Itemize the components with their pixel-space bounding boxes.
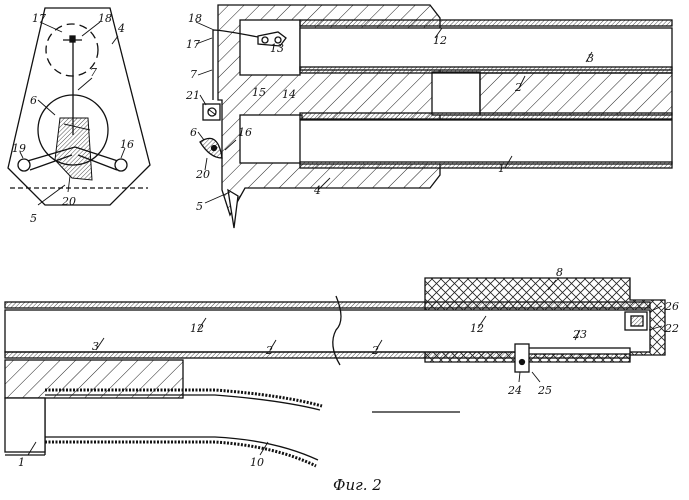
tube-12-wall-bottom: [300, 67, 672, 73]
label-10: 10: [250, 456, 264, 469]
label-18-end: 18: [98, 12, 112, 25]
pin-16: [212, 146, 217, 151]
label-5-end: 5: [30, 212, 37, 225]
tube-12-long-wall-top: [5, 302, 650, 308]
tube-1-wall-top: [300, 113, 672, 119]
tube-12-bore: [300, 28, 672, 70]
sleeve-3-bottom: [5, 360, 183, 398]
label-12-top: 12: [433, 34, 447, 47]
label-22: 22: [664, 322, 679, 335]
tube-1-wall-bottom: [300, 162, 672, 168]
label-12-bottom-left: 12: [190, 322, 204, 335]
label-12-bottom-right: 12: [470, 322, 484, 335]
label-6: 6: [190, 126, 197, 139]
sleeve-3: [480, 73, 672, 115]
label-4-end: 4: [117, 22, 125, 35]
cavity-14: [240, 115, 302, 163]
label-4: 4: [313, 184, 321, 197]
label-8: 8: [556, 266, 563, 279]
drum-cutout: [55, 118, 92, 180]
tube-1-end: [5, 398, 45, 452]
label-3-top: 3: [587, 52, 594, 65]
label-16-end: 16: [120, 138, 134, 151]
label-15: 15: [252, 86, 266, 99]
figure-caption: Фиг. 2: [333, 476, 382, 494]
label-16: 16: [238, 126, 252, 139]
label-2-bottom-left: 2: [265, 344, 273, 357]
label-19: 19: [12, 142, 26, 155]
label-2-top: 2: [514, 81, 522, 94]
label-3-bottom: 3: [92, 340, 99, 353]
bolt-23: [525, 348, 630, 354]
clip-24: [515, 344, 529, 372]
bottom-section: [5, 278, 665, 466]
label-17-end: 17: [32, 12, 46, 25]
label-1-bottom: 1: [18, 456, 25, 469]
label-20: 20: [195, 168, 210, 181]
knob-16: [115, 159, 127, 171]
label-14: 14: [282, 88, 296, 101]
label-24: 24: [507, 384, 522, 397]
label-23: 23: [572, 328, 587, 341]
label-7-end: 7: [90, 66, 97, 79]
label-7: 7: [190, 68, 197, 81]
knob-19: [18, 159, 30, 171]
label-20-end: 20: [61, 195, 76, 208]
label-6-end: 6: [30, 94, 37, 107]
label-5: 5: [196, 200, 203, 213]
hose-10-inner: [45, 437, 318, 460]
label-26: 26: [664, 300, 679, 313]
label-2-bottom-right: 2: [371, 344, 379, 357]
tube-1-bore: [300, 120, 672, 164]
label-18: 18: [188, 12, 202, 25]
label-25: 25: [537, 384, 552, 397]
label-17: 17: [186, 38, 200, 51]
tube-12-wall-top: [300, 20, 672, 26]
window-gap: [432, 72, 480, 115]
label-21: 21: [185, 89, 200, 102]
label-1-top: 1: [498, 162, 505, 175]
tube-12-long-bore: [5, 310, 650, 352]
label-13: 13: [270, 42, 284, 55]
